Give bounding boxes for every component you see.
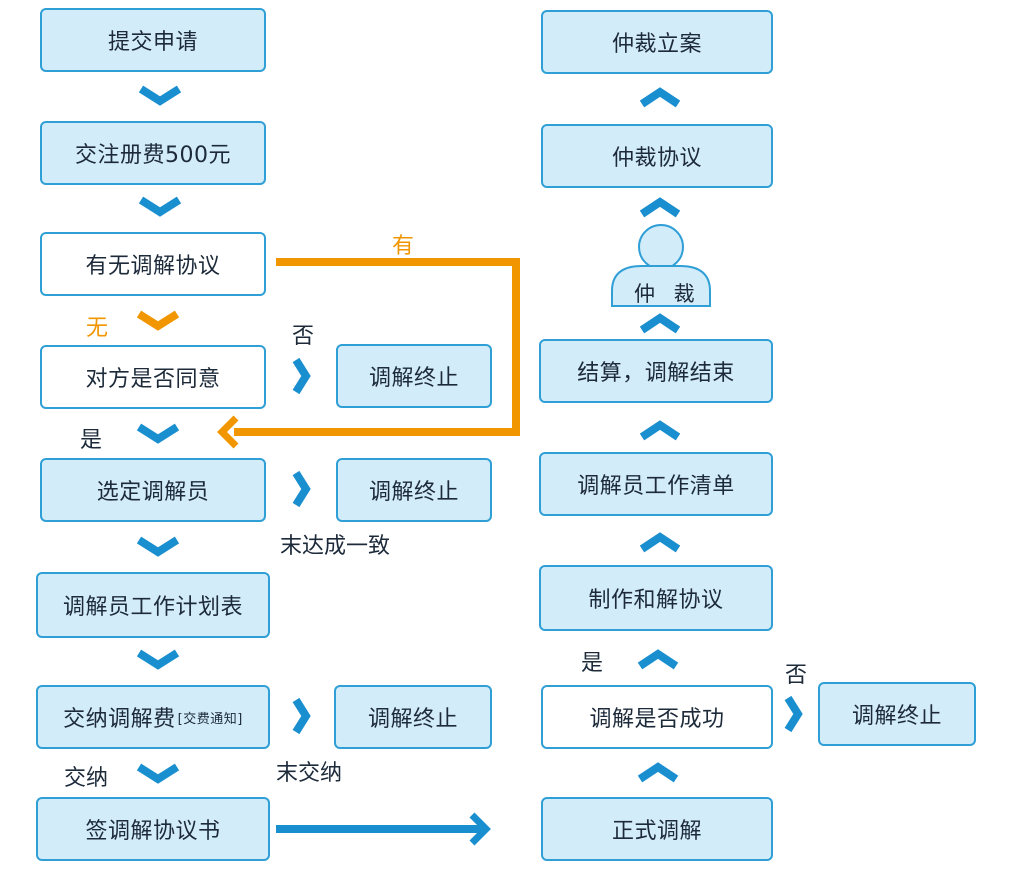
up-chevron-3 bbox=[639, 313, 681, 334]
label-no-1: 否 bbox=[292, 324, 315, 349]
label-have: 有 bbox=[392, 234, 415, 259]
arbitration-icon-label: 仲 裁 bbox=[634, 282, 701, 306]
up-chevron-2 bbox=[639, 197, 681, 218]
down-chevron-7 bbox=[136, 763, 180, 784]
right-chevron-2 bbox=[292, 470, 311, 508]
label-not-agreed: 末达成一致 bbox=[280, 534, 391, 559]
sign-agreement-node: 签调解协议书 bbox=[36, 797, 270, 861]
right-chevron-4 bbox=[784, 695, 803, 733]
mediator-worklist-node: 调解员工作清单 bbox=[539, 452, 773, 516]
settlement-node: 结算，调解结束 bbox=[539, 339, 773, 403]
up-chevron-5 bbox=[639, 532, 681, 553]
registration-fee-node: 交注册费500元 bbox=[40, 121, 266, 185]
terminate-node-1: 调解终止 bbox=[336, 344, 492, 408]
formal-mediation-node: 正式调解 bbox=[541, 797, 773, 861]
label-yes-1: 是 bbox=[80, 428, 103, 453]
up-chevron-6 bbox=[637, 649, 679, 670]
submit-application-node: 提交申请 bbox=[40, 8, 266, 72]
down-chevron-3-orange bbox=[136, 310, 180, 331]
select-mediator-node: 选定调解员 bbox=[40, 458, 266, 522]
blue-arrowhead bbox=[469, 812, 491, 846]
up-chevron-7 bbox=[637, 762, 679, 783]
pay-fee-label: 交纳调解费 bbox=[63, 707, 176, 732]
terminate-node-4: 调解终止 bbox=[818, 682, 976, 746]
label-not-paid: 末交纳 bbox=[276, 761, 343, 786]
label-paid: 交纳 bbox=[64, 766, 109, 791]
label-no-2: 否 bbox=[785, 663, 808, 688]
agreement-check-node: 有无调解协议 bbox=[40, 232, 266, 296]
right-chevron-1 bbox=[292, 357, 311, 395]
up-chevron-1 bbox=[639, 87, 681, 108]
terminate-node-3: 调解终止 bbox=[334, 685, 492, 749]
label-yes-2: 是 bbox=[581, 651, 604, 676]
terminate-node-2: 调解终止 bbox=[336, 458, 492, 522]
up-chevron-4 bbox=[639, 420, 681, 441]
down-chevron-4 bbox=[136, 423, 180, 444]
pay-fee-node: 交纳调解费[交费通知] bbox=[36, 685, 270, 749]
fee-notice-label: [交费通知] bbox=[177, 711, 243, 727]
down-chevron-5 bbox=[136, 536, 180, 557]
consent-check-node: 对方是否同意 bbox=[40, 345, 266, 409]
arbitration-agreement-node: 仲裁协议 bbox=[541, 124, 773, 188]
mediation-success-check-node: 调解是否成功 bbox=[541, 685, 773, 749]
make-settlement-node: 制作和解协议 bbox=[539, 565, 773, 631]
down-chevron-6 bbox=[136, 649, 180, 670]
work-plan-node: 调解员工作计划表 bbox=[36, 572, 270, 638]
right-chevron-3 bbox=[292, 697, 311, 735]
arbitration-filing-node: 仲裁立案 bbox=[541, 10, 773, 74]
down-chevron-2 bbox=[138, 196, 182, 217]
label-none: 无 bbox=[86, 316, 109, 341]
orange-arrowhead bbox=[217, 415, 239, 449]
down-chevron-1 bbox=[138, 85, 182, 106]
